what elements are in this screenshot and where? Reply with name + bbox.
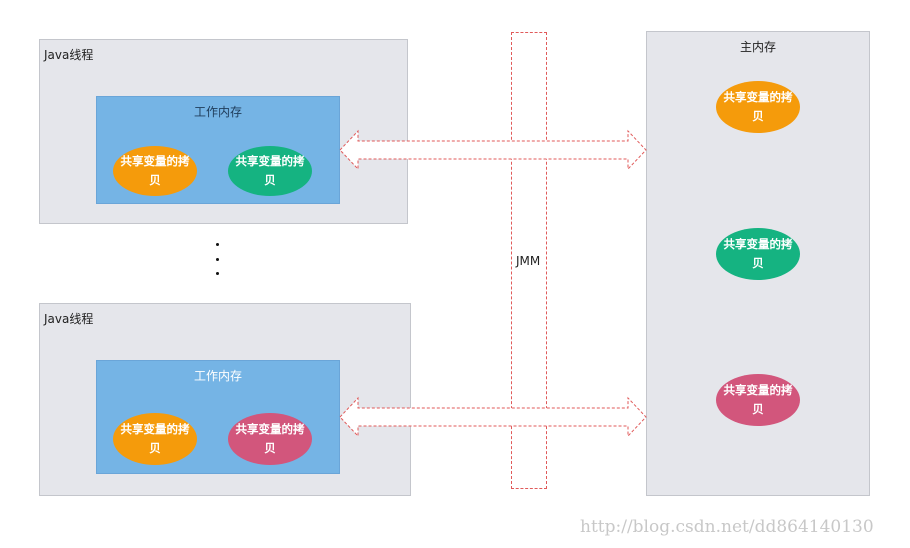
jmm-label: JMM <box>516 254 541 268</box>
sync-arrow-top-shape <box>339 129 647 171</box>
main-copy-ellipse-1: 共享变量的拷贝 <box>716 81 800 133</box>
main-copy-ellipse-2: 共享变量的拷贝 <box>716 228 800 280</box>
ellipsis-dot-1 <box>216 243 219 246</box>
jmm-boundary <box>511 32 547 489</box>
copy-ellipse-bottom-1: 共享变量的拷贝 <box>113 413 197 465</box>
watermark: http://blog.csdn.net/dd864140130 <box>580 517 874 537</box>
copy-ellipse-bottom-2: 共享变量的拷贝 <box>228 413 312 465</box>
copy-ellipse-top-2: 共享变量的拷贝 <box>228 146 312 196</box>
ellipsis-dot-2 <box>216 258 219 261</box>
main-copy-ellipse-3: 共享变量的拷贝 <box>716 374 800 426</box>
work-memory-bottom-title: 工作内存 <box>193 369 242 383</box>
work-memory-top-title: 工作内存 <box>193 105 242 119</box>
java-thread-bottom-title: Java线程 <box>44 312 94 326</box>
copy-ellipse-top-1: 共享变量的拷贝 <box>113 146 197 196</box>
sync-arrow-bottom-shape <box>339 396 647 438</box>
main-memory-title: 主内存 <box>739 40 776 54</box>
ellipsis-dot-3 <box>216 272 219 275</box>
java-thread-top-title: Java线程 <box>44 48 94 62</box>
